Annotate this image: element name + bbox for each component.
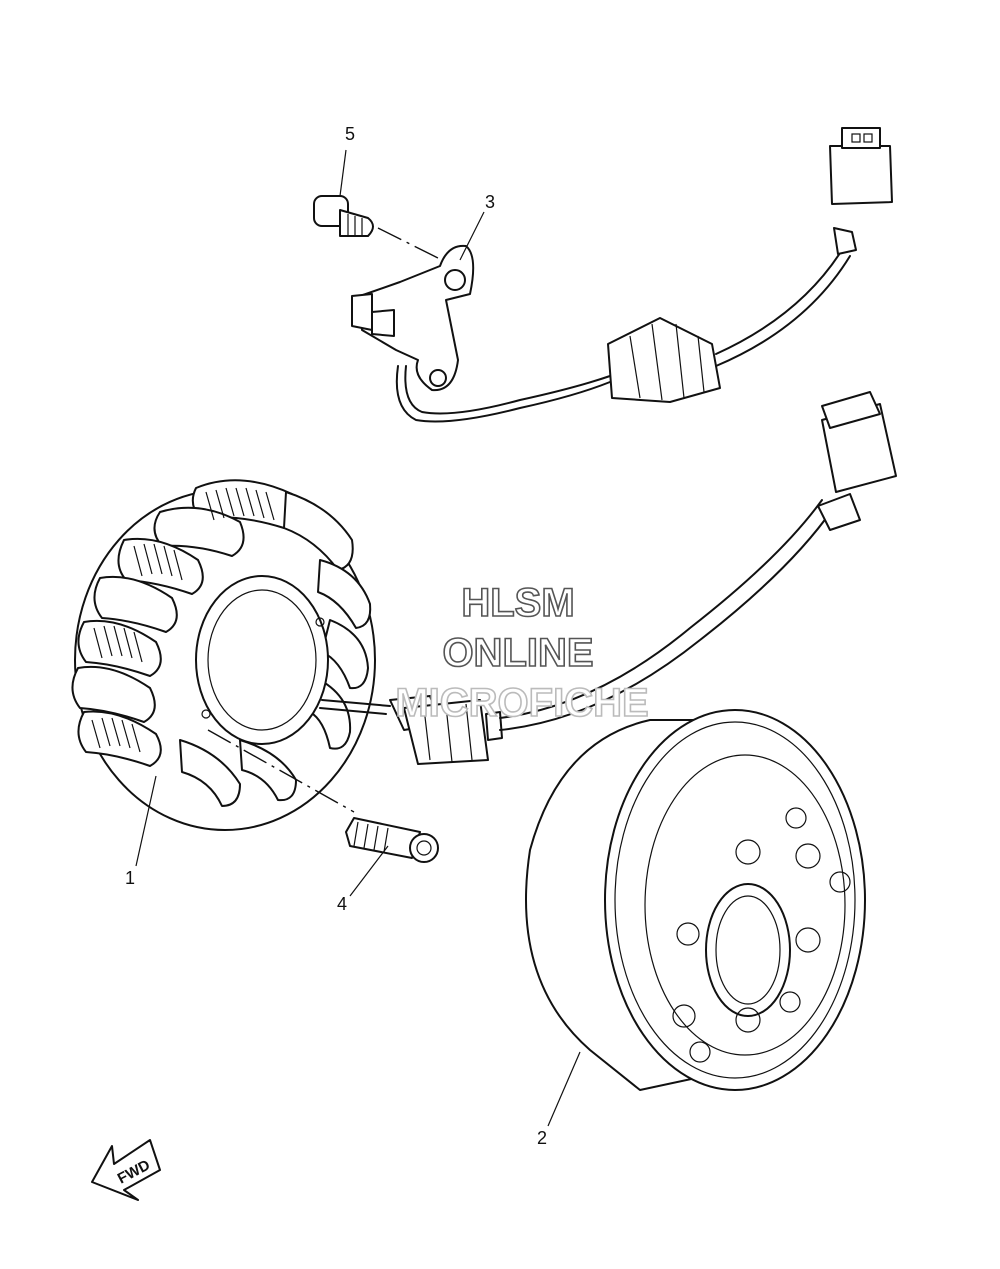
bolt-part-4: [345, 817, 439, 863]
bolt-part-5: [313, 195, 374, 237]
callout-4: 4: [337, 894, 347, 914]
watermark-line2: ONLINE: [442, 631, 593, 675]
sensor-part-3: [351, 127, 893, 423]
fwd-arrow-icon: FWD: [91, 1139, 161, 1201]
rotor-part-2: [525, 709, 866, 1091]
callout-1: 1: [125, 868, 135, 888]
callout-2: 2: [537, 1128, 547, 1148]
callout-3: 3: [485, 192, 495, 212]
stator-part-1: [71, 391, 897, 831]
callout-5: 5: [345, 124, 355, 144]
watermark-line1: HLSM: [461, 581, 574, 625]
watermark-line3: MICROFICHE: [395, 681, 648, 725]
